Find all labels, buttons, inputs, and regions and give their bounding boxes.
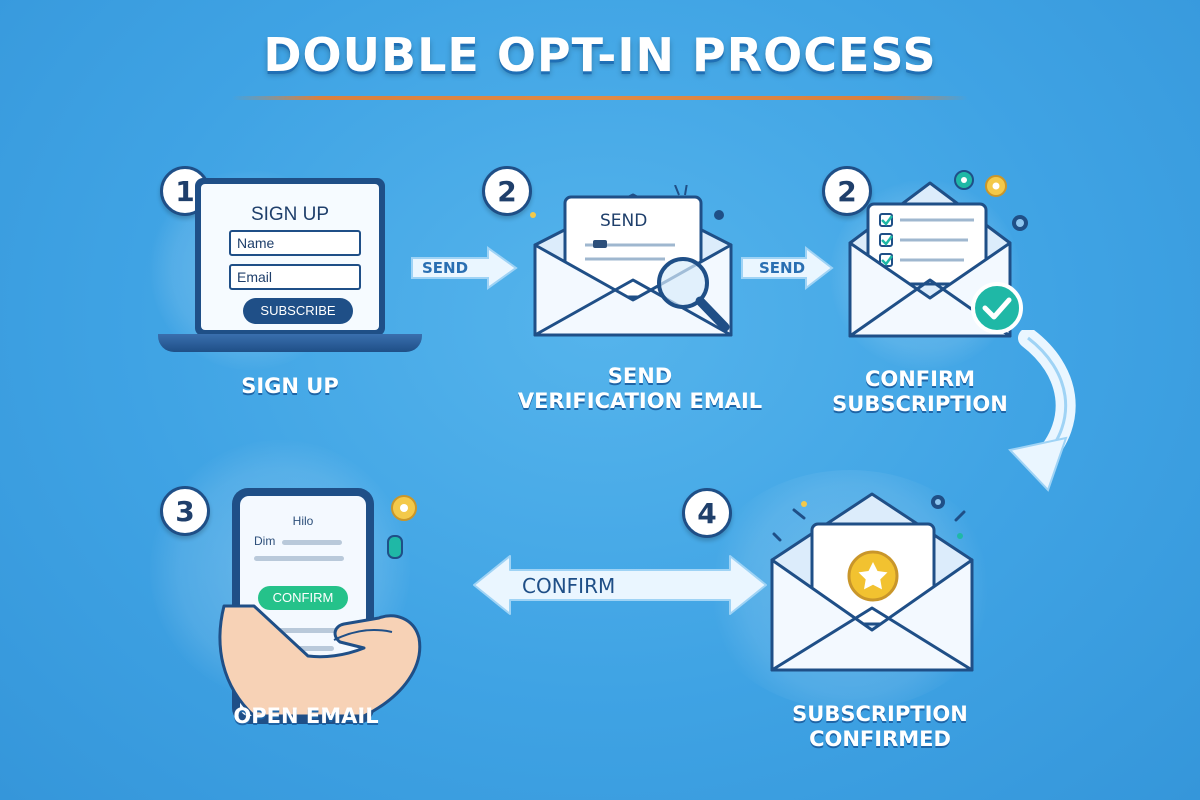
phone-greeting: Hilo (292, 514, 314, 528)
phone-bar-3 (254, 628, 350, 633)
phone-line-1: Dim (254, 534, 276, 548)
signup-form-heading: SIGN UP (250, 204, 330, 225)
send-arrow-1-label: SEND (422, 259, 469, 277)
phone-bar-1 (282, 540, 342, 545)
hand-icon (218, 604, 422, 718)
title-underline (232, 96, 968, 100)
step-3-badge: 2 (822, 166, 872, 216)
step-4-caption: OPEN EMAIL (233, 704, 379, 728)
laptop-icon: SIGN UP Name Email SUBSCRIBE (195, 178, 385, 336)
phone-bar-2 (254, 556, 344, 561)
name-field: Name (229, 230, 361, 256)
signup-form: SIGN UP Name Email SUBSCRIBE (201, 184, 379, 330)
step-2-badge: 2 (482, 166, 532, 216)
laptop-base (158, 334, 422, 352)
send-arrow-1 (411, 246, 518, 290)
step-4-badge: 3 (160, 486, 210, 536)
curved-down-arrow (1008, 330, 1076, 492)
verification-letter-heading: SEND (600, 211, 648, 231)
confirmed-envelope-icon (770, 492, 974, 672)
confirm-button: CONFIRM (258, 586, 348, 610)
step-5-caption: SUBSCRIPTION CONFIRMED (792, 702, 968, 751)
phone-gear-icon (387, 495, 417, 559)
page-title: DOUBLE OPT-IN PROCESS (263, 28, 937, 82)
confirm-arrow-label: CONFIRM (522, 574, 616, 598)
send-arrow-2-label: SEND (759, 259, 806, 277)
checklist-envelope-icon (848, 170, 1028, 338)
step-3-caption: CONFIRM SUBSCRIPTION (832, 367, 1008, 416)
verification-envelope-icon (530, 185, 733, 337)
step-5-badge: 4 (682, 488, 732, 538)
subscribe-button: SUBSCRIBE (243, 298, 353, 324)
send-arrow-2 (741, 246, 834, 290)
step-2-caption: SEND VERIFICATION EMAIL (517, 364, 763, 413)
confirm-double-arrow (473, 555, 767, 615)
email-field: Email (229, 264, 361, 290)
step-1-caption: SIGN UP (241, 374, 339, 398)
